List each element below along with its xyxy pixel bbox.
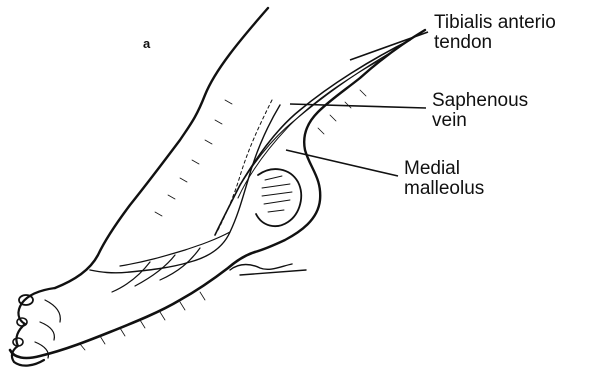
dorsal-veins: [112, 232, 230, 292]
panel-letter: a: [143, 36, 150, 51]
calf-back-outline: [255, 30, 425, 252]
label-tibialis-anterior-tendon: Tibialis anterio tendon: [434, 13, 556, 53]
saphenous-vein: [90, 105, 280, 273]
label-medial-malleolus: Medial malleolus: [404, 159, 484, 199]
label-line: tendon: [434, 33, 556, 53]
label-line: Saphenous: [432, 91, 528, 111]
artist-signature: [230, 264, 306, 275]
label-saphenous-vein: Saphenous vein: [432, 91, 528, 131]
toe-creases: [35, 300, 60, 358]
leader-line: [286, 150, 398, 176]
label-line: Tibialis anterio: [434, 13, 556, 33]
label-line: Medial: [404, 159, 484, 179]
tibialis-tendon: [215, 40, 410, 235]
label-line: malleolus: [404, 179, 484, 199]
label-line: vein: [432, 111, 528, 131]
shin-front-outline: [55, 8, 268, 288]
heel-sole-outline: [10, 252, 255, 358]
medial-malleolus-bump: [256, 169, 301, 226]
leader-line: [350, 32, 428, 60]
